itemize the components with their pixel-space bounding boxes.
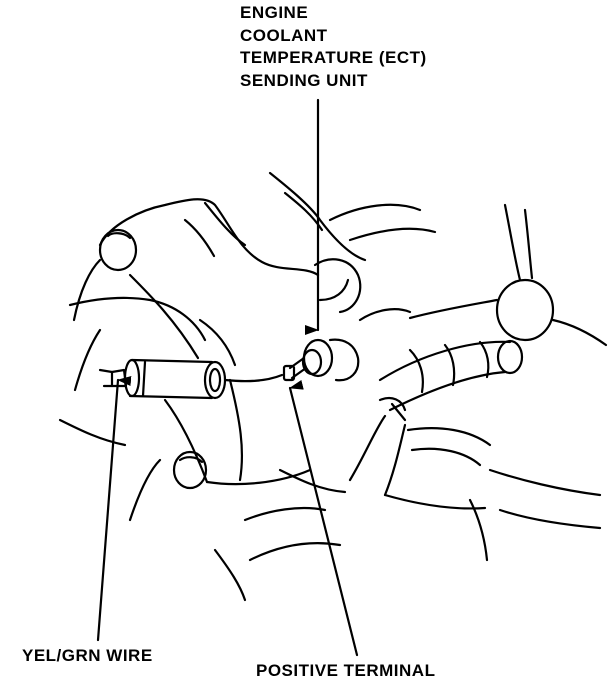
positive-terminal-label: POSITIVE TERMINAL — [256, 661, 436, 680]
lower-hose — [213, 414, 602, 602]
large-hose — [378, 339, 524, 422]
wire-arrow — [96, 376, 132, 642]
connector — [98, 358, 284, 400]
yel-grn-wire-label: YEL/GRN WIRE — [22, 646, 153, 665]
engine-block-outline — [58, 198, 320, 522]
terminal-arrow — [288, 379, 359, 657]
ect-sending-unit-label: ENGINE COOLANT TEMPERATURE (ECT) SENDING… — [240, 2, 427, 92]
ect-label-line-1: ENGINE — [240, 3, 309, 22]
leader-lines — [96, 98, 359, 657]
ect-sending-unit — [282, 338, 360, 382]
hose-upper-right — [408, 278, 608, 347]
ect-label-line-4: SENDING UNIT — [240, 70, 368, 90]
bolt-boss-upper — [98, 228, 138, 272]
upper-pipes — [268, 171, 534, 322]
ect-label-line-3: TEMPERATURE (ECT) — [240, 48, 427, 67]
ect-label-line-2: COOLANT — [240, 25, 328, 45]
bolt-boss-lower — [172, 450, 208, 490]
